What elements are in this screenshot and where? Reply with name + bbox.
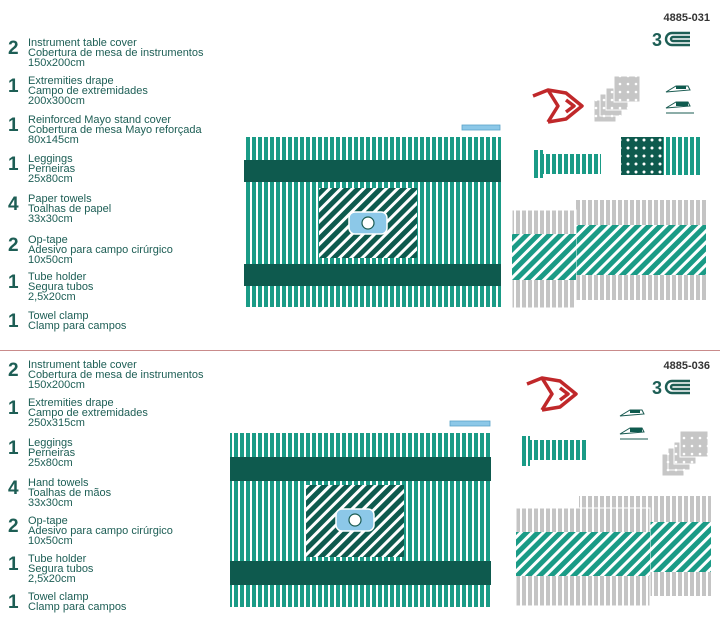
item-name-pt: Cobertura de mesa de instrumentos: [28, 47, 204, 59]
item-name-pt: Toalhas de papel: [28, 203, 112, 215]
item-name-en: Tube holder: [28, 553, 87, 565]
item-name-en: Paper towels: [28, 193, 92, 205]
kit-code: 4885-031: [663, 12, 711, 24]
item-size: 10x50cm: [28, 535, 73, 547]
item-name-en: Leggings: [28, 153, 73, 165]
item-name-pt: Clamp para campos: [28, 601, 127, 613]
item-size: 33x30cm: [28, 497, 73, 509]
item-name-en: Leggings: [28, 437, 73, 449]
item-quantity: 2: [8, 235, 19, 256]
item-name-en: Op-tape: [28, 515, 68, 527]
item-quantity: 2: [8, 516, 19, 537]
item-name-pt: Toalhas de mãos: [28, 487, 112, 499]
item-name-en: Extremities drape: [28, 397, 114, 409]
item-name-pt: Adesivo para campo cirúrgico: [28, 525, 173, 537]
item-quantity: 1: [8, 398, 19, 419]
item-name-pt: Cobertura de mesa Mayo reforçada: [28, 124, 202, 136]
item-size: 250x315cm: [28, 417, 85, 429]
item-name-pt: Cobertura de mesa de instrumentos: [28, 369, 204, 381]
item-name-en: Extremities drape: [28, 75, 114, 87]
item-name-pt: Perneiras: [28, 163, 76, 175]
svg-text:3: 3: [652, 378, 662, 396]
item-name-en: Hand towels: [28, 477, 89, 489]
item-quantity: 1: [8, 272, 19, 293]
item-name-en: Towel clamp: [28, 591, 89, 603]
item-size: 10x50cm: [28, 254, 73, 266]
item-quantity: 1: [8, 438, 19, 459]
item-name-en: Towel clamp: [28, 310, 89, 322]
section-divider: [0, 350, 720, 351]
extremities-drape-illustration: [230, 433, 491, 607]
item-quantity: 1: [8, 76, 19, 97]
leggings-illustration: [621, 137, 700, 175]
op-tape-roll-icon: [619, 409, 648, 440]
kit-illustration: [230, 376, 711, 607]
item-name-en: Op-tape: [28, 234, 68, 246]
extremities-drape-illustration: [244, 137, 501, 307]
item-size: 2,5x20cm: [28, 291, 76, 303]
item-size: 150x200cm: [28, 379, 85, 391]
instrument-table-cover-illustration: [515, 496, 711, 607]
hand-towels-icon: [661, 430, 709, 477]
item-name-pt: Segura tubos: [28, 563, 94, 575]
paper-towels-icon: [593, 75, 641, 123]
towel-clamp-icon: [532, 88, 584, 124]
item-name-pt: Campo de extremidades: [28, 85, 148, 97]
item-name-pt: Campo de extremidades: [28, 407, 148, 419]
item-quantity: 1: [8, 115, 19, 136]
item-quantity: 1: [8, 554, 19, 575]
item-quantity: 1: [8, 592, 19, 613]
item-size: 2,5x20cm: [28, 573, 76, 585]
kit-code: 4885-036: [663, 360, 711, 372]
brand-logo-icon: 3: [652, 30, 690, 48]
item-name-pt: Perneiras: [28, 447, 76, 459]
item-name-en: Tube holder: [28, 271, 87, 283]
op-tape-illustration: [461, 124, 501, 131]
item-name-pt: Adesivo para campo cirúrgico: [28, 244, 173, 256]
item-quantity: 2: [8, 360, 19, 381]
kit-illustration: [244, 75, 706, 309]
op-tape-illustration: [449, 420, 491, 427]
instrument-table-cover-illustration: [511, 200, 706, 309]
tube-holder-icon: [520, 436, 588, 466]
item-size: 150x200cm: [28, 57, 85, 69]
item-quantity: 1: [8, 311, 19, 332]
item-name-pt: Segura tubos: [28, 281, 94, 293]
op-tape-roll-icon: [665, 85, 694, 114]
svg-text:3: 3: [652, 30, 662, 48]
item-size: 25x80cm: [28, 173, 73, 185]
item-size: 200x300cm: [28, 95, 85, 107]
item-quantity: 4: [8, 194, 19, 215]
tube-holder-icon: [533, 150, 601, 178]
item-quantity: 1: [8, 154, 19, 175]
item-name-en: Reinforced Mayo stand cover: [28, 114, 172, 126]
item-name-en: Instrument table cover: [28, 359, 137, 371]
item-name-pt: Clamp para campos: [28, 320, 127, 332]
item-size: 33x30cm: [28, 213, 73, 225]
brand-logo-icon: 3: [652, 378, 690, 396]
towel-clamp-icon: [526, 376, 578, 412]
item-quantity: 2: [8, 38, 19, 59]
item-name-en: Instrument table cover: [28, 37, 137, 49]
item-size: 80x145cm: [28, 134, 79, 146]
item-quantity: 4: [8, 478, 19, 499]
item-size: 25x80cm: [28, 457, 73, 469]
